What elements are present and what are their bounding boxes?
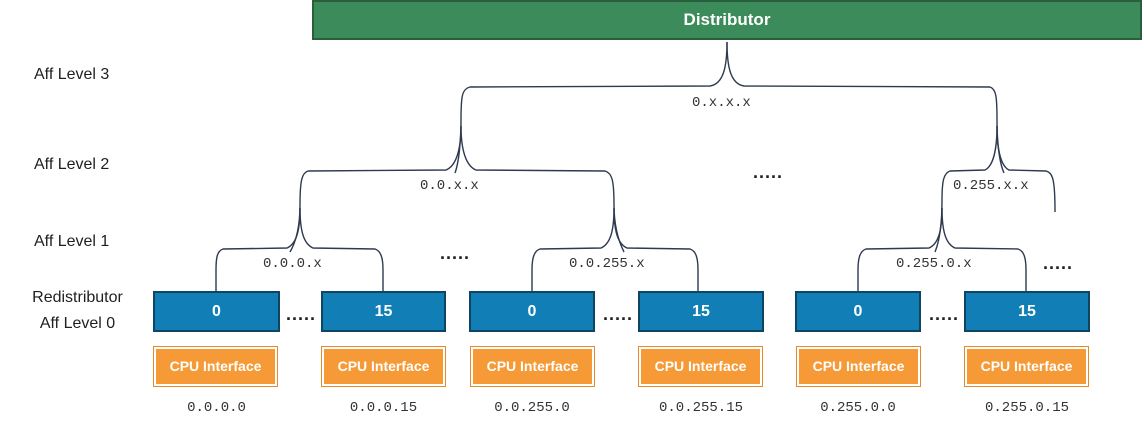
redistributor-level-label: Redistributor Aff Level 0 xyxy=(10,285,145,337)
brace-l1-b-r xyxy=(613,207,699,292)
brace-l2-left-r xyxy=(460,125,625,253)
brace-root xyxy=(726,41,1005,174)
brace-l1-a xyxy=(215,207,301,292)
redistributor-box: 15 xyxy=(321,291,446,332)
redistributor-box: 0 xyxy=(795,291,921,332)
aff-level-1-label: Aff Level 1 xyxy=(34,233,110,250)
tree-label-l2-left: 0.0.x.x xyxy=(420,178,479,194)
brace-l1-c xyxy=(857,207,943,292)
cpu-address: 0.0.0.15 xyxy=(349,400,418,416)
tree-label-root: 0.x.x.x xyxy=(692,95,751,111)
distributor-box: Distributor xyxy=(312,0,1142,40)
cpu-interface-box: CPU Interface xyxy=(638,346,763,387)
brace-l1-b xyxy=(531,207,615,292)
aff-level-3-label: Aff Level 3 xyxy=(34,66,110,83)
ellipsis-redist-a: ..... xyxy=(286,304,317,324)
cpu-interface-box: CPU Interface xyxy=(964,346,1089,387)
ellipsis-l1-right: ..... xyxy=(1043,253,1074,273)
tree-label-l1-c: 0.255.0.x xyxy=(896,256,972,272)
tree-label-l1-b: 0.0.255.x xyxy=(569,256,645,272)
cpu-interface-box: CPU Interface xyxy=(796,346,921,387)
aff-level-0-label: Aff Level 0 xyxy=(39,315,116,332)
cpu-address: 0.255.0.15 xyxy=(984,400,1069,416)
ellipsis-l1-left: ..... xyxy=(440,243,471,263)
ellipsis-l2: ..... xyxy=(753,162,784,182)
redistributor-box: 0 xyxy=(153,291,280,332)
cpu-address: 0.0.0.0 xyxy=(187,400,246,416)
cpu-interface-box: CPU Interface xyxy=(321,346,446,387)
redistributor-box: 0 xyxy=(469,291,595,332)
cpu-interface-box: CPU Interface xyxy=(153,346,278,387)
ellipsis-redist-c: ..... xyxy=(929,304,960,324)
brace-l1-a-r xyxy=(299,207,384,292)
tree-label-l2-right: 0.255.x.x xyxy=(953,178,1029,194)
ellipsis-redist-b: ..... xyxy=(603,304,634,324)
cpu-address: 0.0.255.15 xyxy=(658,400,743,416)
cpu-interface-box: CPU Interface xyxy=(470,346,595,387)
tree-label-l1-a: 0.0.0.x xyxy=(263,256,322,272)
redistributor-box: 15 xyxy=(638,291,764,332)
brace-l2-right-r xyxy=(996,125,1056,213)
brace-root-left xyxy=(454,41,728,174)
brace-l1-c-r xyxy=(941,207,1027,292)
aff-level-2-label: Aff Level 2 xyxy=(34,156,110,173)
cpu-address: 0.0.255.0 xyxy=(494,400,570,416)
redistributor-label: Redistributor xyxy=(32,289,123,306)
cpu-address: 0.255.0.0 xyxy=(820,400,896,416)
redistributor-box: 15 xyxy=(964,291,1090,332)
